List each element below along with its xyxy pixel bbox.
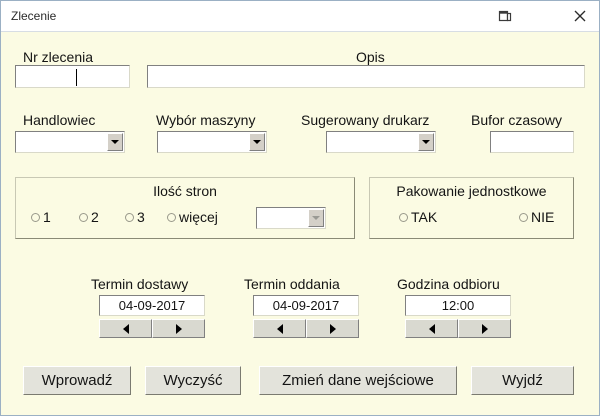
unit-packaging-group-title: Pakowanie jednostkowe [396,183,547,199]
radio-pages-more-label: więcej [179,209,218,225]
label-time-buffer: Bufor czasowy [471,112,563,128]
clear-button[interactable]: Wyczyść [145,366,241,395]
chevron-down-icon[interactable] [107,133,123,151]
suggested-printer-combobox[interactable] [326,131,436,153]
chevron-down-icon[interactable] [308,209,324,227]
label-description: Opis [356,49,385,65]
delivery-date-prev-button[interactable] [99,319,152,338]
radio-pages-3[interactable] [125,213,134,222]
label-machine-choice: Wybór maszyny [156,112,256,128]
radio-packaging-yes-label: TAK [411,209,438,225]
delivery-date-field[interactable]: 04-09-2017 [99,295,205,316]
label-delivery-date: Termin dostawy [91,276,189,292]
pickup-time-field[interactable]: 12:00 [405,295,511,316]
order-number-input[interactable] [15,65,130,88]
window-title: Zlecenie [11,9,57,23]
radio-packaging-yes[interactable] [399,213,408,222]
machine-choice-combobox[interactable] [157,131,267,153]
radio-pages-1[interactable] [31,213,40,222]
return-date-field[interactable]: 04-09-2017 [253,295,359,316]
close-icon[interactable] [571,7,589,25]
description-input[interactable] [147,65,585,88]
restore-window-icon[interactable] [498,9,512,23]
unit-packaging-groupbox [369,177,574,239]
triangle-left-icon [428,323,435,334]
label-pickup-time: Godzina odbioru [397,276,500,292]
radio-pages-2[interactable] [79,213,88,222]
submit-button[interactable]: Wprowadź [23,366,131,395]
page-count-groupbox [15,177,355,239]
radio-packaging-no-label: NIE [531,209,555,225]
title-bar: Zlecenie [1,1,599,32]
triangle-right-icon [329,323,336,334]
page-count-combobox[interactable] [256,207,326,229]
salesperson-combobox[interactable] [15,131,125,153]
triangle-right-icon [175,323,182,334]
label-order-number: Nr zlecenia [23,49,94,65]
radio-pages-more[interactable] [167,213,176,222]
chevron-down-icon[interactable] [249,133,265,151]
time-buffer-input[interactable] [490,131,574,153]
triangle-left-icon [122,323,129,334]
exit-button[interactable]: Wyjdź [471,366,574,395]
pickup-time-prev-button[interactable] [405,319,458,338]
label-suggested-printer: Sugerowany drukarz [301,112,430,128]
page-count-group-title: Ilość stron [153,183,217,199]
triangle-left-icon [276,323,283,334]
radio-packaging-no[interactable] [519,213,528,222]
delivery-date-next-button[interactable] [152,319,205,338]
change-input-data-button[interactable]: Zmień dane wejściowe [259,366,457,395]
label-return-date: Termin oddania [244,276,340,292]
chevron-down-icon[interactable] [418,133,434,151]
label-salesperson: Handlowiec [23,112,96,128]
return-date-prev-button[interactable] [253,319,306,338]
radio-pages-2-label: 2 [91,209,99,225]
triangle-right-icon [481,323,488,334]
radio-pages-1-label: 1 [43,209,51,225]
pickup-time-next-button[interactable] [458,319,511,338]
text-caret [76,69,77,86]
radio-pages-3-label: 3 [137,209,145,225]
return-date-next-button[interactable] [306,319,359,338]
